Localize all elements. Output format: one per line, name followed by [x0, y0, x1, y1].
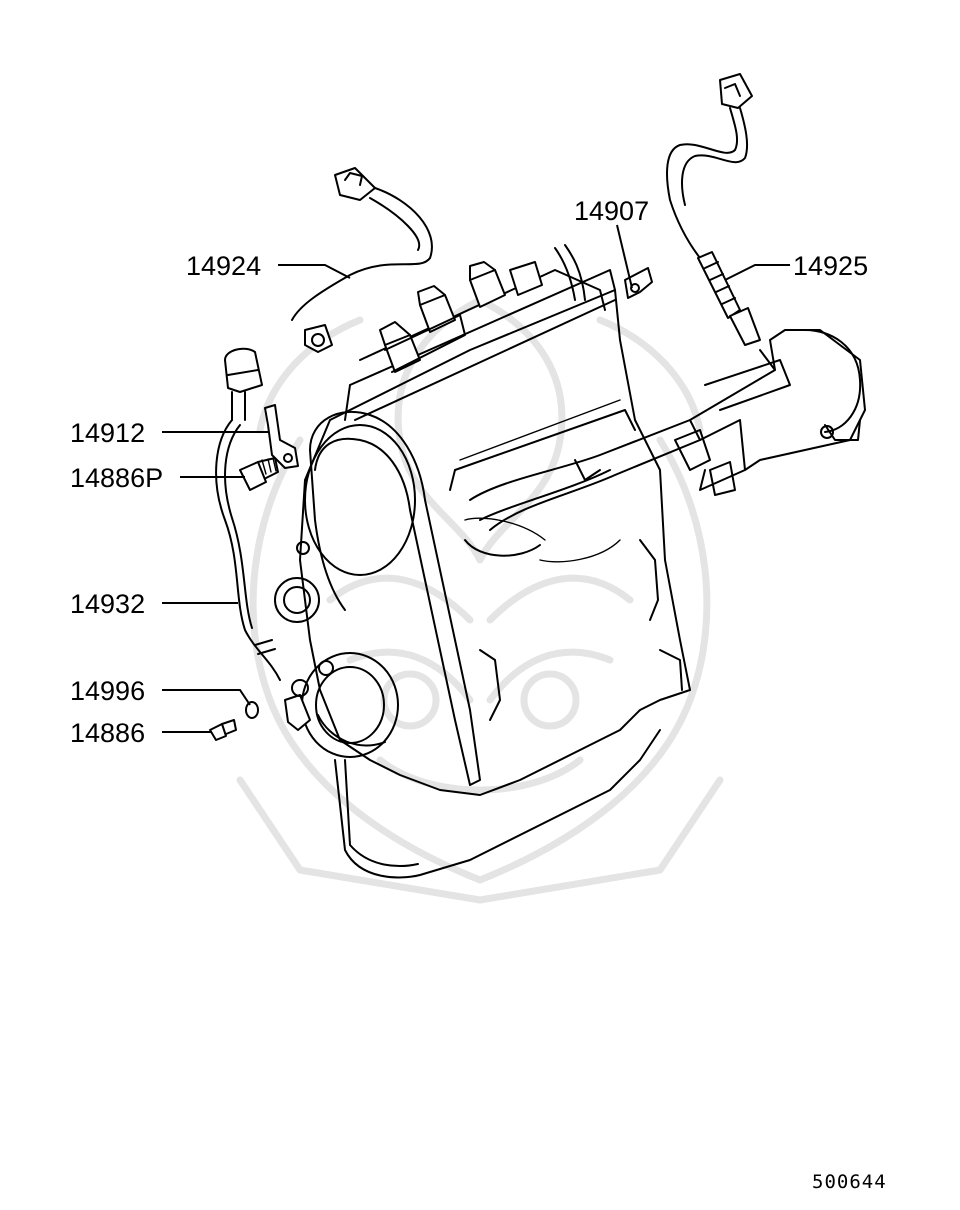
callout-14924: 14924	[186, 251, 261, 281]
callout-14886P: 14886P	[70, 463, 163, 493]
leader-14907	[616, 224, 633, 289]
part-14932-harness	[215, 419, 311, 731]
callout-14932: 14932	[70, 589, 145, 619]
part-14886-bolt	[209, 719, 237, 741]
watermark-emblem	[236, 296, 724, 904]
callout-14925: 14925	[793, 251, 868, 281]
part-14925-o2-sensor	[666, 73, 761, 346]
part-14996-washer	[245, 701, 259, 719]
leader-14996	[162, 689, 251, 706]
part-14912-bracket	[224, 347, 299, 469]
diagram-id: 500644	[812, 1171, 887, 1193]
part-14924-sensor	[291, 167, 433, 353]
callout-14907: 14907	[574, 196, 649, 226]
engine-assembly	[274, 244, 691, 879]
leader-14924	[278, 264, 351, 279]
part-14886P-bolt	[239, 457, 279, 491]
callout-14996: 14996	[70, 676, 145, 706]
callout-14912: 14912	[70, 418, 145, 448]
exhaust-manifold	[464, 329, 866, 557]
leader-14925	[724, 264, 790, 281]
leader-lines	[162, 224, 790, 733]
callout-14886: 14886	[70, 718, 145, 748]
callout-labels: 14924 14907 14925 14912 14886P 14932 149…	[70, 196, 868, 748]
